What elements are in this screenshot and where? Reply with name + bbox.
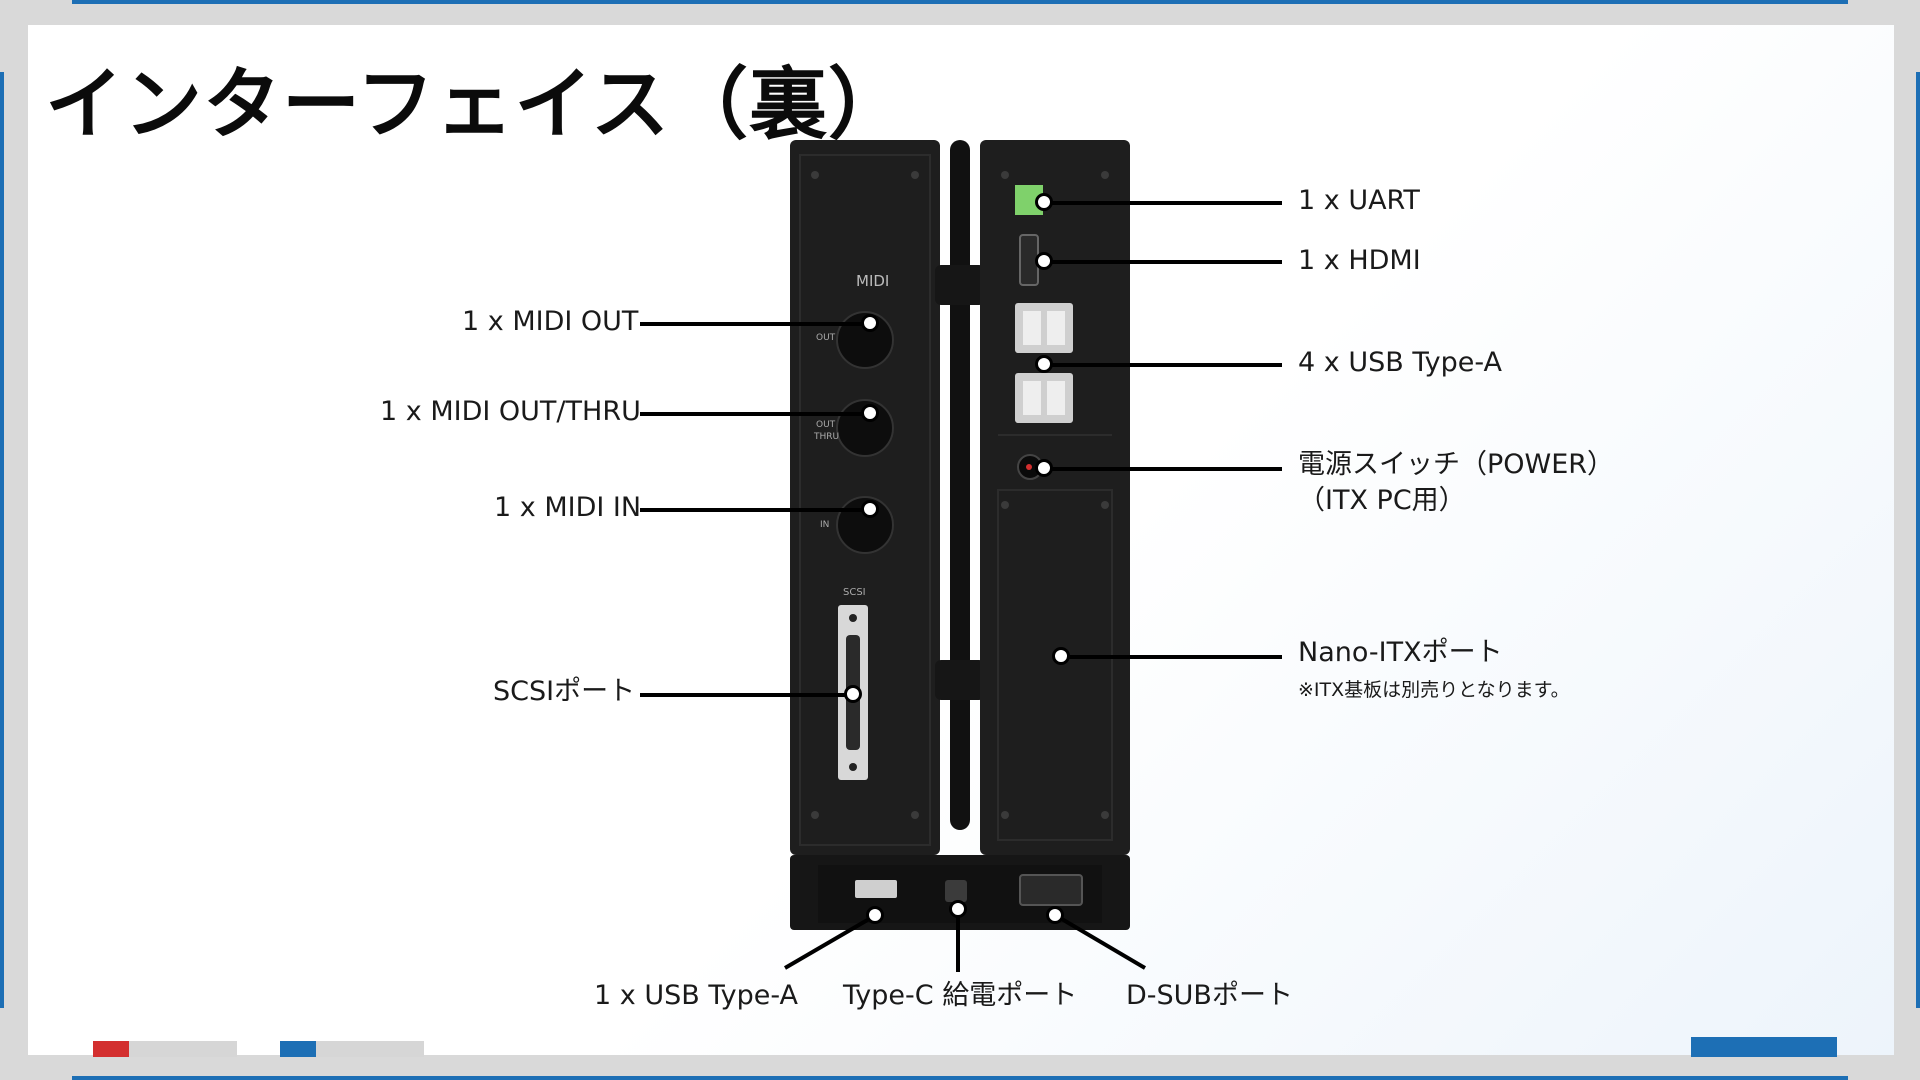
leader-midi-out-thru (640, 412, 862, 416)
dot-type-c (949, 900, 967, 918)
base-usb-a-port (855, 880, 897, 898)
label-power-switch: 電源スイッチ（POWER） (1298, 449, 1615, 480)
label-uart: 1 x UART (1298, 185, 1420, 216)
progress-left-fill-1 (93, 1041, 129, 1057)
progress-left-track-1 (93, 1041, 237, 1057)
dot-dsub (1046, 906, 1064, 924)
right-accent-bar (1916, 72, 1920, 1008)
dot-uart (1035, 193, 1053, 211)
right-tower (980, 140, 1130, 855)
progress-left-fill-2 (280, 1041, 316, 1057)
base-type-c-port (945, 880, 967, 902)
leader-hdmi (1052, 260, 1282, 264)
dot-midi-out (861, 314, 879, 332)
dot-usb-a4 (1035, 355, 1053, 373)
device-midi-label: MIDI (856, 272, 890, 290)
dot-base-usb-a (866, 906, 884, 924)
leader-usb-a4 (1052, 363, 1282, 367)
note-nano-itx: ※ITX基板は別売りとなります。 (1298, 679, 1570, 701)
dot-midi-out-thru (861, 404, 879, 422)
dot-nano-itx (1052, 647, 1070, 665)
leader-scsi (640, 693, 854, 697)
dot-hdmi (1035, 252, 1053, 270)
label-usb-a4: 4 x USB Type-A (1298, 347, 1502, 378)
leader-nano-itx (1069, 655, 1282, 659)
top-accent-bar (72, 0, 1848, 4)
device-illustration (790, 140, 1130, 930)
device-out-label: OUT (816, 333, 836, 343)
label-scsi: SCSIポート (493, 676, 636, 707)
footer-right-bar (1691, 1037, 1837, 1057)
midi-out-port (836, 311, 894, 369)
dot-power-switch (1035, 459, 1053, 477)
dot-scsi (844, 685, 862, 703)
label-usb-a1: 1 x USB Type-A (594, 980, 798, 1011)
center-rail (950, 140, 970, 830)
base-dsub-port (1019, 874, 1083, 906)
label-power-switch-sub: （ITX PC用） (1298, 485, 1466, 516)
leader-power-switch (1052, 467, 1282, 471)
progress-left-track-2 (280, 1041, 424, 1057)
left-accent-bar (0, 72, 4, 1008)
label-dsub: D-SUBポート (1126, 980, 1293, 1011)
label-nano-itx: Nano-ITXポート (1298, 637, 1503, 668)
bottom-leaders (783, 913, 1147, 972)
device-scsi-label: SCSI (843, 587, 866, 598)
device-out-thru-label-2: THRU (814, 432, 840, 442)
leader-uart (1052, 201, 1282, 205)
bottom-accent-bar (72, 1076, 1848, 1080)
page-title: インターフェイス（裏） (45, 60, 907, 150)
leader-midi-out (640, 322, 862, 326)
dot-midi-in (861, 500, 879, 518)
label-type-c: Type-C 給電ポート (843, 980, 1078, 1011)
label-hdmi: 1 x HDMI (1298, 245, 1421, 276)
device-in-label: IN (820, 520, 830, 530)
leader-midi-in (640, 508, 862, 512)
usb-a-stack (1015, 303, 1073, 423)
label-midi-out-thru: 1 x MIDI OUT/THRU (380, 396, 641, 427)
device-out-thru-label-1: OUT (816, 420, 836, 430)
label-midi-in: 1 x MIDI IN (494, 492, 642, 523)
label-midi-out: 1 x MIDI OUT (462, 306, 639, 337)
